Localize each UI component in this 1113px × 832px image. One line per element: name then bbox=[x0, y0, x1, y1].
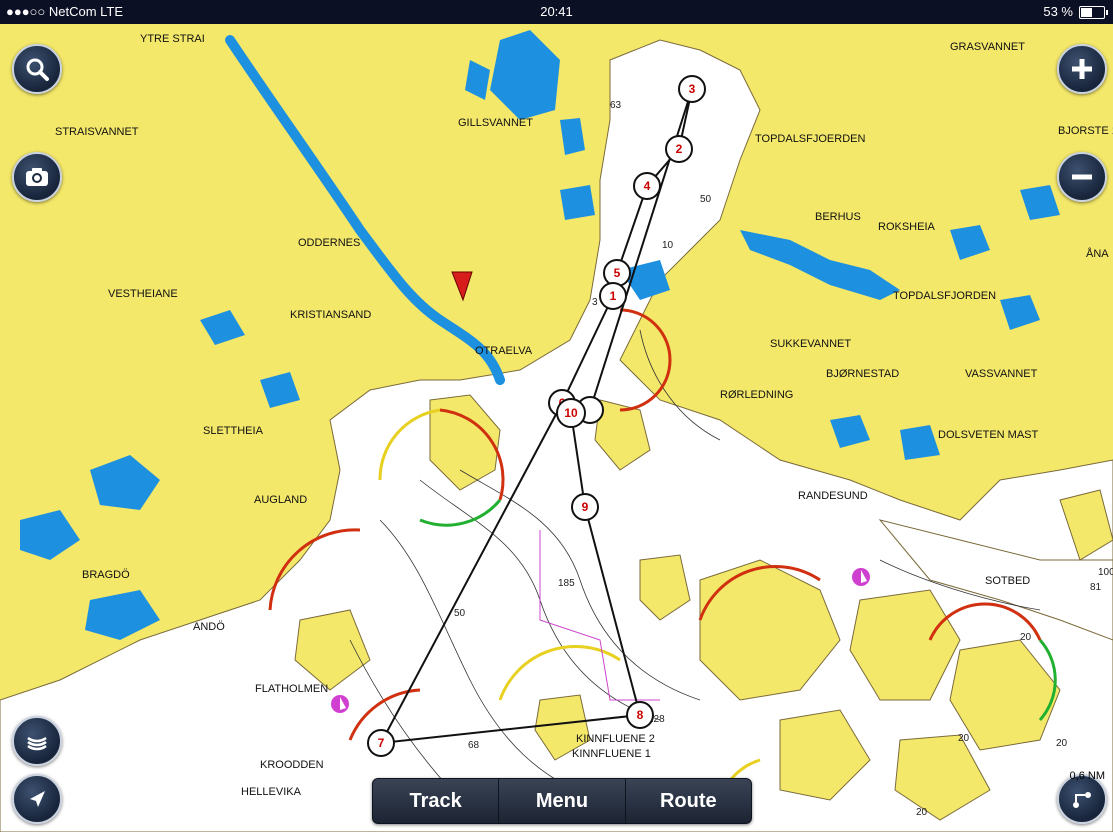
sonar-icon bbox=[27, 736, 47, 751]
waypoint-3[interactable]: 3 bbox=[678, 75, 706, 103]
map-label: GRASVANNET bbox=[950, 41, 1025, 53]
svg-text:3: 3 bbox=[689, 82, 696, 96]
search-button[interactable] bbox=[12, 44, 62, 94]
depth-label: 100 bbox=[1098, 567, 1113, 578]
map-label: VESTHEIANE bbox=[108, 288, 178, 300]
track-button[interactable]: Track bbox=[373, 779, 500, 823]
depth-label: 50 bbox=[700, 194, 712, 205]
zoom-in-button[interactable] bbox=[1057, 44, 1107, 94]
svg-text:9: 9 bbox=[582, 500, 589, 514]
zoom-out-button[interactable] bbox=[1057, 152, 1107, 202]
marina-symbols bbox=[331, 568, 870, 713]
depth-label: 10 bbox=[662, 240, 674, 251]
minus-icon bbox=[1072, 174, 1092, 180]
map-label: DOLSVETEN MAST bbox=[938, 429, 1039, 441]
map-label: KINNFLUENE 2 bbox=[576, 733, 655, 745]
locate-button[interactable] bbox=[12, 774, 62, 824]
map-label: BJORSTE 145MT bbox=[1058, 125, 1113, 137]
status-bar: ●●●○○ NetCom LTE 20:41 53 % bbox=[0, 0, 1113, 24]
depth-label: 50 bbox=[454, 608, 466, 619]
map-label: VASSVANNET bbox=[965, 368, 1038, 380]
camera-icon bbox=[26, 168, 48, 186]
scale-label: 0,6 NM bbox=[1069, 770, 1105, 782]
map-label: ÅNA bbox=[1086, 247, 1109, 260]
depth-soundings: 63 50 10 3 185 50 128 68 100 81 20 20 20… bbox=[454, 100, 1113, 818]
map-label: KRISTIANSAND bbox=[290, 309, 371, 321]
map-label: ROKSHEIA bbox=[878, 221, 936, 233]
depth-label: 20 bbox=[1020, 632, 1032, 643]
svg-text:7: 7 bbox=[378, 736, 385, 750]
map-label: STRAISVANNET bbox=[55, 126, 139, 138]
svg-text:10: 10 bbox=[564, 406, 578, 420]
depth-label: 63 bbox=[610, 100, 622, 111]
route-icon bbox=[1073, 792, 1091, 808]
camera-button[interactable] bbox=[12, 152, 62, 202]
depth-label: 20 bbox=[1056, 738, 1068, 749]
map-label: AUGLAND bbox=[254, 494, 307, 506]
map-label: KROODDEN bbox=[260, 759, 324, 771]
map-label: BERHUS bbox=[815, 211, 861, 223]
map-label: RANDESUND bbox=[798, 490, 868, 502]
map-label: SLETTHEIA bbox=[203, 425, 264, 437]
depth-label: 20 bbox=[916, 807, 928, 818]
waypoint-4[interactable]: 4 bbox=[633, 172, 661, 200]
menu-button[interactable]: Menu bbox=[499, 779, 626, 823]
svg-text:5: 5 bbox=[614, 266, 621, 280]
depth-label: 20 bbox=[958, 733, 970, 744]
map-label: SOTBED bbox=[985, 575, 1030, 587]
map-label: ODDERNES bbox=[298, 237, 360, 249]
map-label: GILLSVANNET bbox=[458, 117, 533, 129]
depth-label: 3 bbox=[592, 297, 598, 308]
svg-text:8: 8 bbox=[637, 708, 644, 722]
map-label: BRAGDÖ bbox=[82, 569, 130, 581]
waypoint-1[interactable]: 1 bbox=[599, 282, 627, 310]
restricted-area-line bbox=[539, 530, 660, 701]
map-label: ANDÖ bbox=[193, 621, 225, 633]
waypoint-7[interactable]: 7 bbox=[367, 729, 395, 757]
map-label: YTRE STRAI bbox=[140, 33, 205, 45]
waypoint-2[interactable]: 2 bbox=[665, 135, 693, 163]
battery-icon bbox=[1079, 6, 1108, 19]
bottom-toolbar: Track Menu Route bbox=[372, 778, 752, 824]
map-label: BJØRNESTAD bbox=[826, 368, 899, 380]
search-icon bbox=[26, 58, 49, 81]
depth-label: 68 bbox=[468, 740, 480, 751]
map-label: RØRLEDNING bbox=[720, 389, 793, 401]
sea-area bbox=[878, 519, 1113, 641]
svg-text:2: 2 bbox=[676, 142, 683, 156]
river bbox=[225, 35, 505, 385]
map-label: TOPDALSFJORDEN bbox=[893, 290, 996, 302]
chart-labels: YTRE STRAI STRAISVANNET GILLSVANNET TOPD… bbox=[55, 33, 1113, 798]
carrier-label: ●●●○○ NetCom LTE bbox=[6, 4, 124, 19]
scale-bar: 0,6 NM bbox=[1070, 770, 1105, 782]
lakes bbox=[20, 30, 1060, 640]
map-label: FLATHOLMEN bbox=[255, 683, 328, 695]
depth-contours bbox=[349, 329, 1041, 811]
route-tab-button[interactable]: Route bbox=[659, 789, 717, 812]
map-label: KINNFLUENE 1 bbox=[572, 748, 651, 760]
sonar-button[interactable] bbox=[12, 716, 62, 766]
depth-label: 185 bbox=[558, 578, 575, 589]
depth-label: 81 bbox=[1090, 582, 1102, 593]
waypoint-5[interactable]: 5 bbox=[603, 259, 631, 287]
waypoint-9[interactable]: 9 bbox=[571, 493, 599, 521]
map-label: TOPDALSFJOERDEN bbox=[755, 133, 865, 145]
battery-percent: 53 % bbox=[1043, 4, 1073, 19]
clock: 20:41 bbox=[540, 4, 573, 19]
plus-icon bbox=[1072, 59, 1092, 79]
route-button[interactable] bbox=[1057, 774, 1107, 824]
map-label: OTRAELVA bbox=[475, 345, 533, 357]
islands bbox=[294, 394, 1113, 821]
svg-text:4: 4 bbox=[644, 179, 651, 193]
map-label: HELLEVIKA bbox=[241, 786, 302, 798]
waypoint-8[interactable]: 8 bbox=[626, 701, 654, 729]
location-arrow-icon bbox=[30, 791, 45, 807]
map-label: SUKKEVANNET bbox=[770, 338, 851, 350]
waypoint-10[interactable]: 10 bbox=[556, 398, 586, 428]
svg-text:1: 1 bbox=[610, 289, 617, 303]
vessel-position-marker bbox=[451, 271, 473, 302]
depth-label: 128 bbox=[648, 714, 665, 725]
